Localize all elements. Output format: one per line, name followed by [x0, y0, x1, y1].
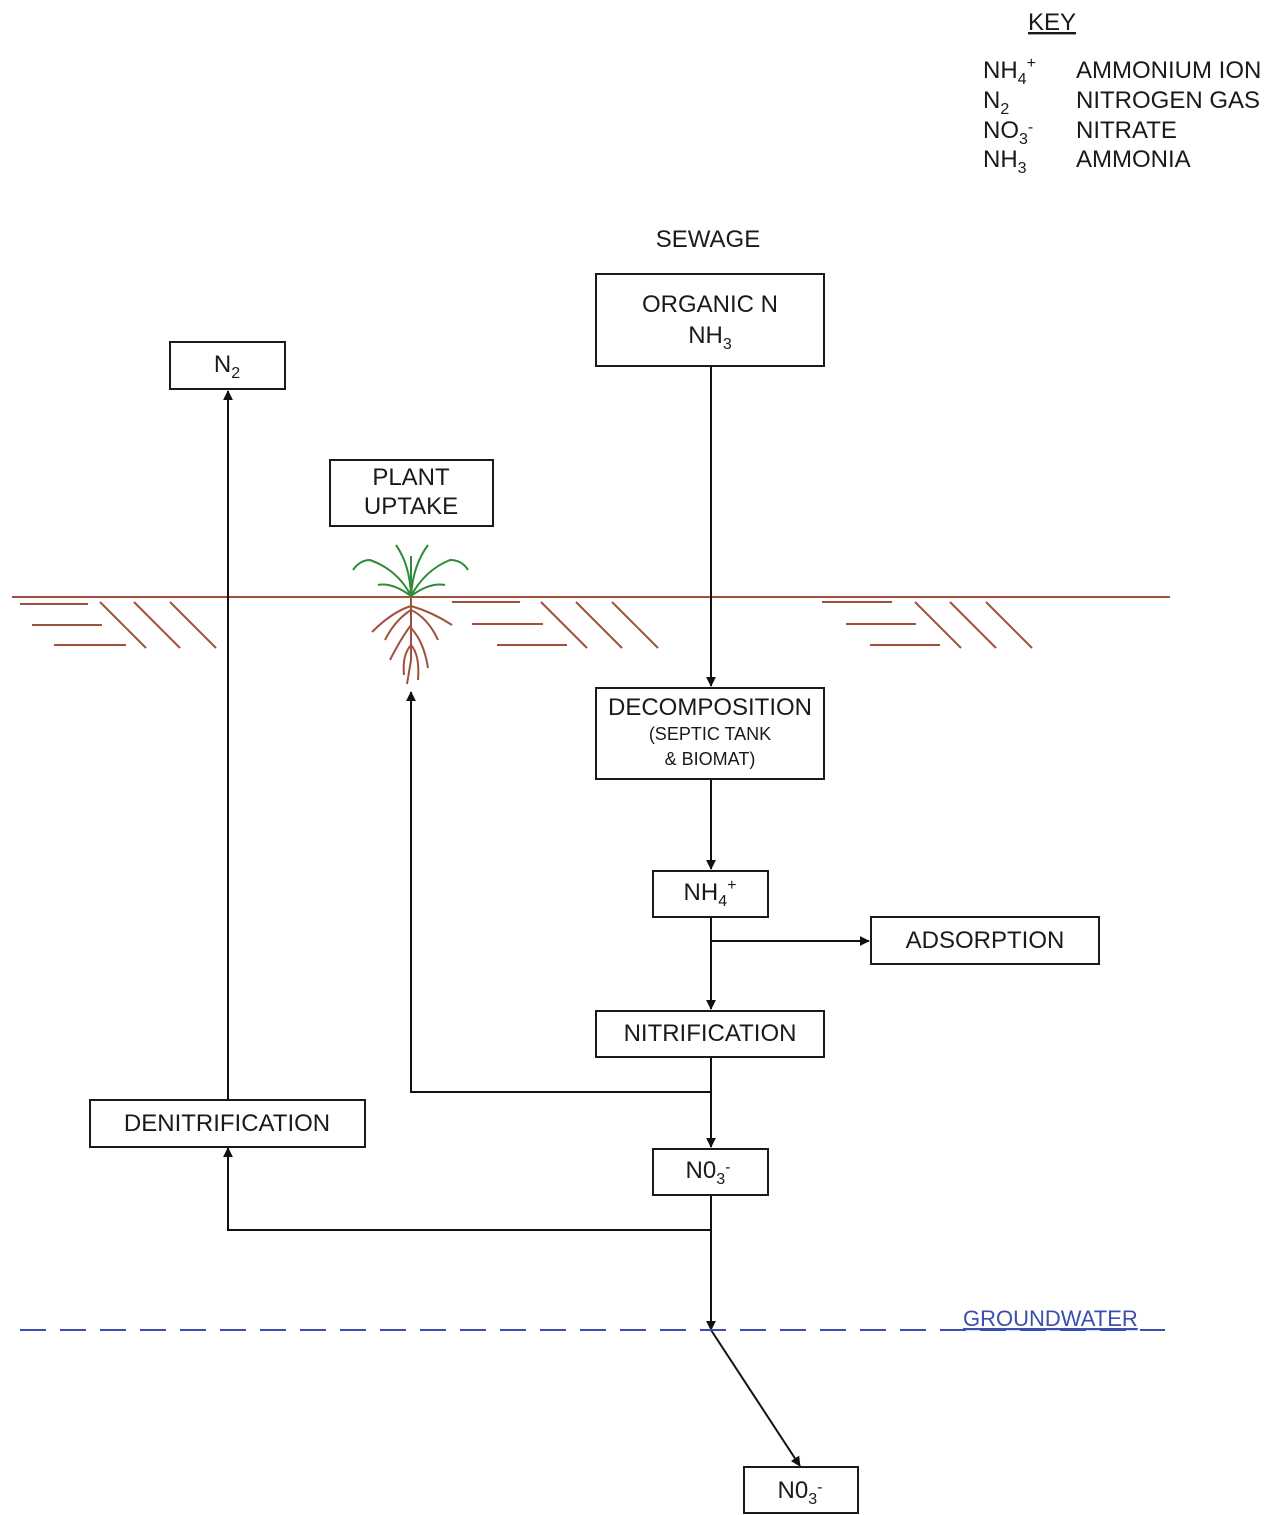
- nitrification-box: NITRIFICATION: [596, 1011, 824, 1057]
- decomposition-label: DECOMPOSITION: [608, 694, 812, 721]
- organic-n-box: ORGANIC N NH3: [596, 274, 824, 366]
- legend-entry-nitrogen-gas: N2 NITROGEN GAS: [983, 87, 1260, 118]
- legend-entry-nitrate: NO3- NITRATE: [983, 117, 1177, 148]
- legend-meaning: AMMONIUM ION: [1076, 57, 1261, 84]
- adsorption-box: ADSORPTION: [871, 917, 1099, 964]
- flow-arrows: [228, 366, 869, 1466]
- decomposition-box: DECOMPOSITION (SEPTIC TANK & BIOMAT): [596, 688, 824, 779]
- nh4-box: NH4+: [653, 871, 768, 917]
- decomposition-sub2: & BIOMAT): [665, 749, 756, 769]
- nitrification-label: NITRIFICATION: [624, 1020, 797, 1047]
- legend-symbol: NH4+: [983, 55, 1036, 88]
- plant-uptake-line1: PLANT: [372, 464, 450, 491]
- legend-symbol: NH3: [983, 146, 1027, 177]
- n2-box: N2: [170, 342, 285, 389]
- groundwater-label: GROUNDWATER: [963, 1306, 1138, 1331]
- legend-symbol: N2: [983, 87, 1009, 118]
- no3-box: N03-: [653, 1149, 768, 1195]
- legend-meaning: AMMONIA: [1076, 146, 1191, 173]
- arrow-groundwater-to-no3: [711, 1330, 800, 1466]
- denitrification-label: DENITRIFICATION: [124, 1110, 330, 1137]
- legend-title: KEY: [1028, 9, 1076, 36]
- denitrification-box: DENITRIFICATION: [90, 1100, 365, 1147]
- legend-entry-ammonia: NH3 AMMONIA: [983, 146, 1191, 177]
- legend-entry-ammonium: NH4+ AMMONIUM ION: [983, 55, 1261, 88]
- sewage-label: SEWAGE: [656, 226, 760, 253]
- legend-meaning: NITRATE: [1076, 117, 1177, 144]
- decomposition-sub1: (SEPTIC TANK: [649, 724, 771, 744]
- adsorption-label: ADSORPTION: [906, 927, 1065, 954]
- arrow-to-denitrification: [228, 1148, 711, 1230]
- legend: KEY NH4+ AMMONIUM ION N2 NITROGEN GAS NO…: [983, 9, 1261, 177]
- legend-meaning: NITROGEN GAS: [1076, 87, 1260, 114]
- plant-uptake-box: PLANT UPTAKE: [330, 460, 493, 526]
- legend-symbol: NO3-: [983, 117, 1033, 148]
- plant-icon: [353, 545, 468, 684]
- soil-surface: [12, 597, 1170, 648]
- no3-groundwater-box: N03-: [744, 1467, 858, 1513]
- plant-uptake-line2: UPTAKE: [364, 493, 458, 520]
- organic-n-label: ORGANIC N: [642, 291, 778, 318]
